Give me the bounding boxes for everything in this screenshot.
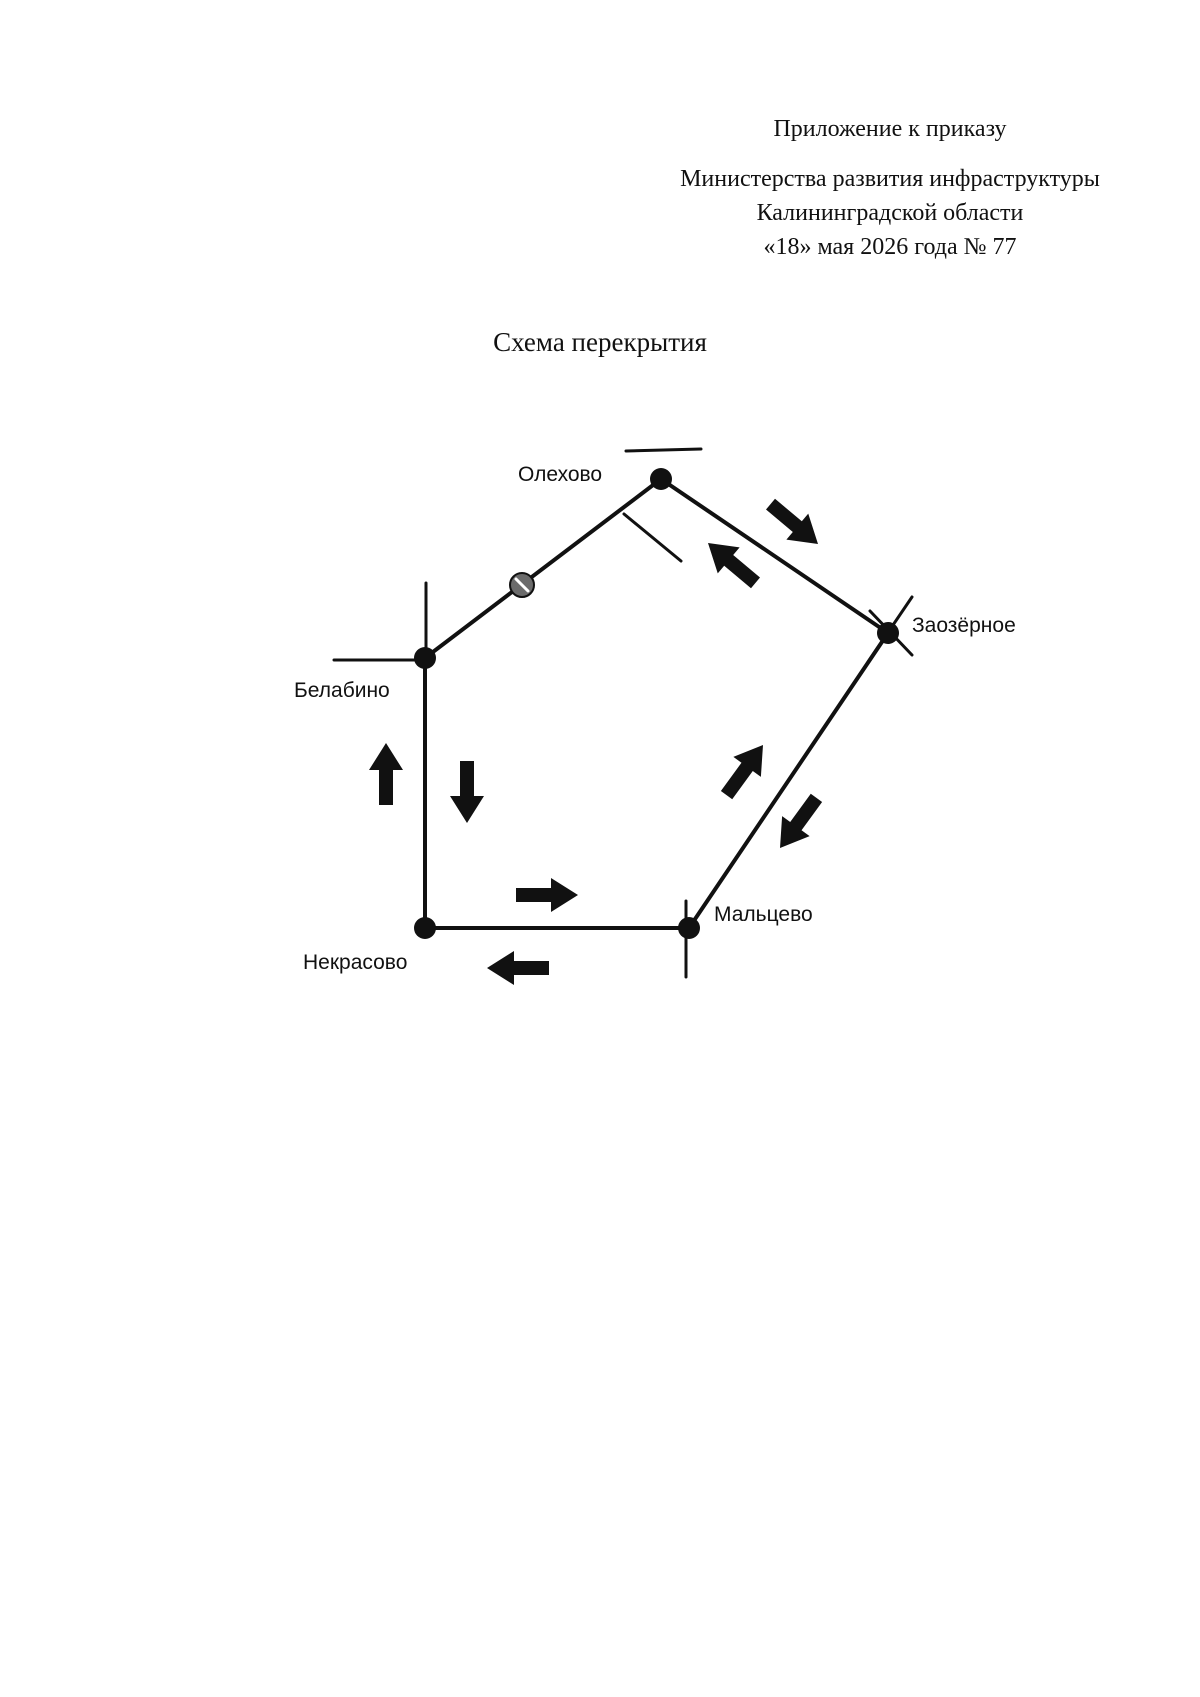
no-entry-icon: [509, 572, 535, 598]
order-date-number: «18» мая 2026 года № 77: [763, 234, 1017, 260]
road-zaozernoe-maltsevo: [687, 631, 890, 930]
side-road-olekhovo: [624, 447, 703, 453]
arrow-zaozernoe-to-olekhovo: [697, 529, 767, 596]
ministry-name-line2: Калининградской области: [756, 200, 1024, 226]
road-belabino-olekhovo: [423, 477, 663, 660]
node-nekrasovo: [414, 917, 436, 939]
node-olekhovo: [650, 468, 672, 490]
label-belabino: Белабино: [294, 679, 390, 702]
side-roads: [332, 447, 914, 979]
side-road-olekhovo-branch: [622, 512, 683, 563]
arrow-nekrasovo-to-belabino: [369, 743, 403, 805]
label-zaozernoe: Заозёрное: [912, 614, 1016, 637]
label-maltsevo: Мальцево: [714, 903, 813, 926]
node-maltsevo: [678, 917, 700, 939]
appendix-title: Приложение к приказу: [773, 116, 1007, 142]
label-olekhovo: Олехово: [518, 463, 602, 486]
arrow-belabino-to-nekrasovo: [450, 761, 484, 823]
arrow-maltsevo-to-nekrasovo: [487, 951, 549, 985]
ministry-name-line1: Министерства развития инфраструктуры: [680, 166, 1100, 192]
town-nodes: [414, 468, 899, 939]
arrow-nekrasovo-to-maltsevo: [516, 878, 578, 912]
appendix-header: Приложение к приказу Министерства развит…: [660, 112, 1120, 264]
node-belabino: [414, 647, 436, 669]
arrow-maltsevo-to-zaozernoe: [712, 735, 777, 806]
node-zaozernoe: [877, 622, 899, 644]
town-labels: Олехово Заозёрное Белабино Мальцево Некр…: [294, 463, 1016, 974]
road-olekhovo-zaozernoe: [659, 477, 890, 635]
scheme-title: Схема перекрытия: [493, 327, 707, 357]
road-network: [423, 477, 890, 930]
label-nekrasovo: Некрасово: [303, 951, 407, 974]
arrow-olekhovo-to-zaozernoe: [759, 491, 829, 558]
